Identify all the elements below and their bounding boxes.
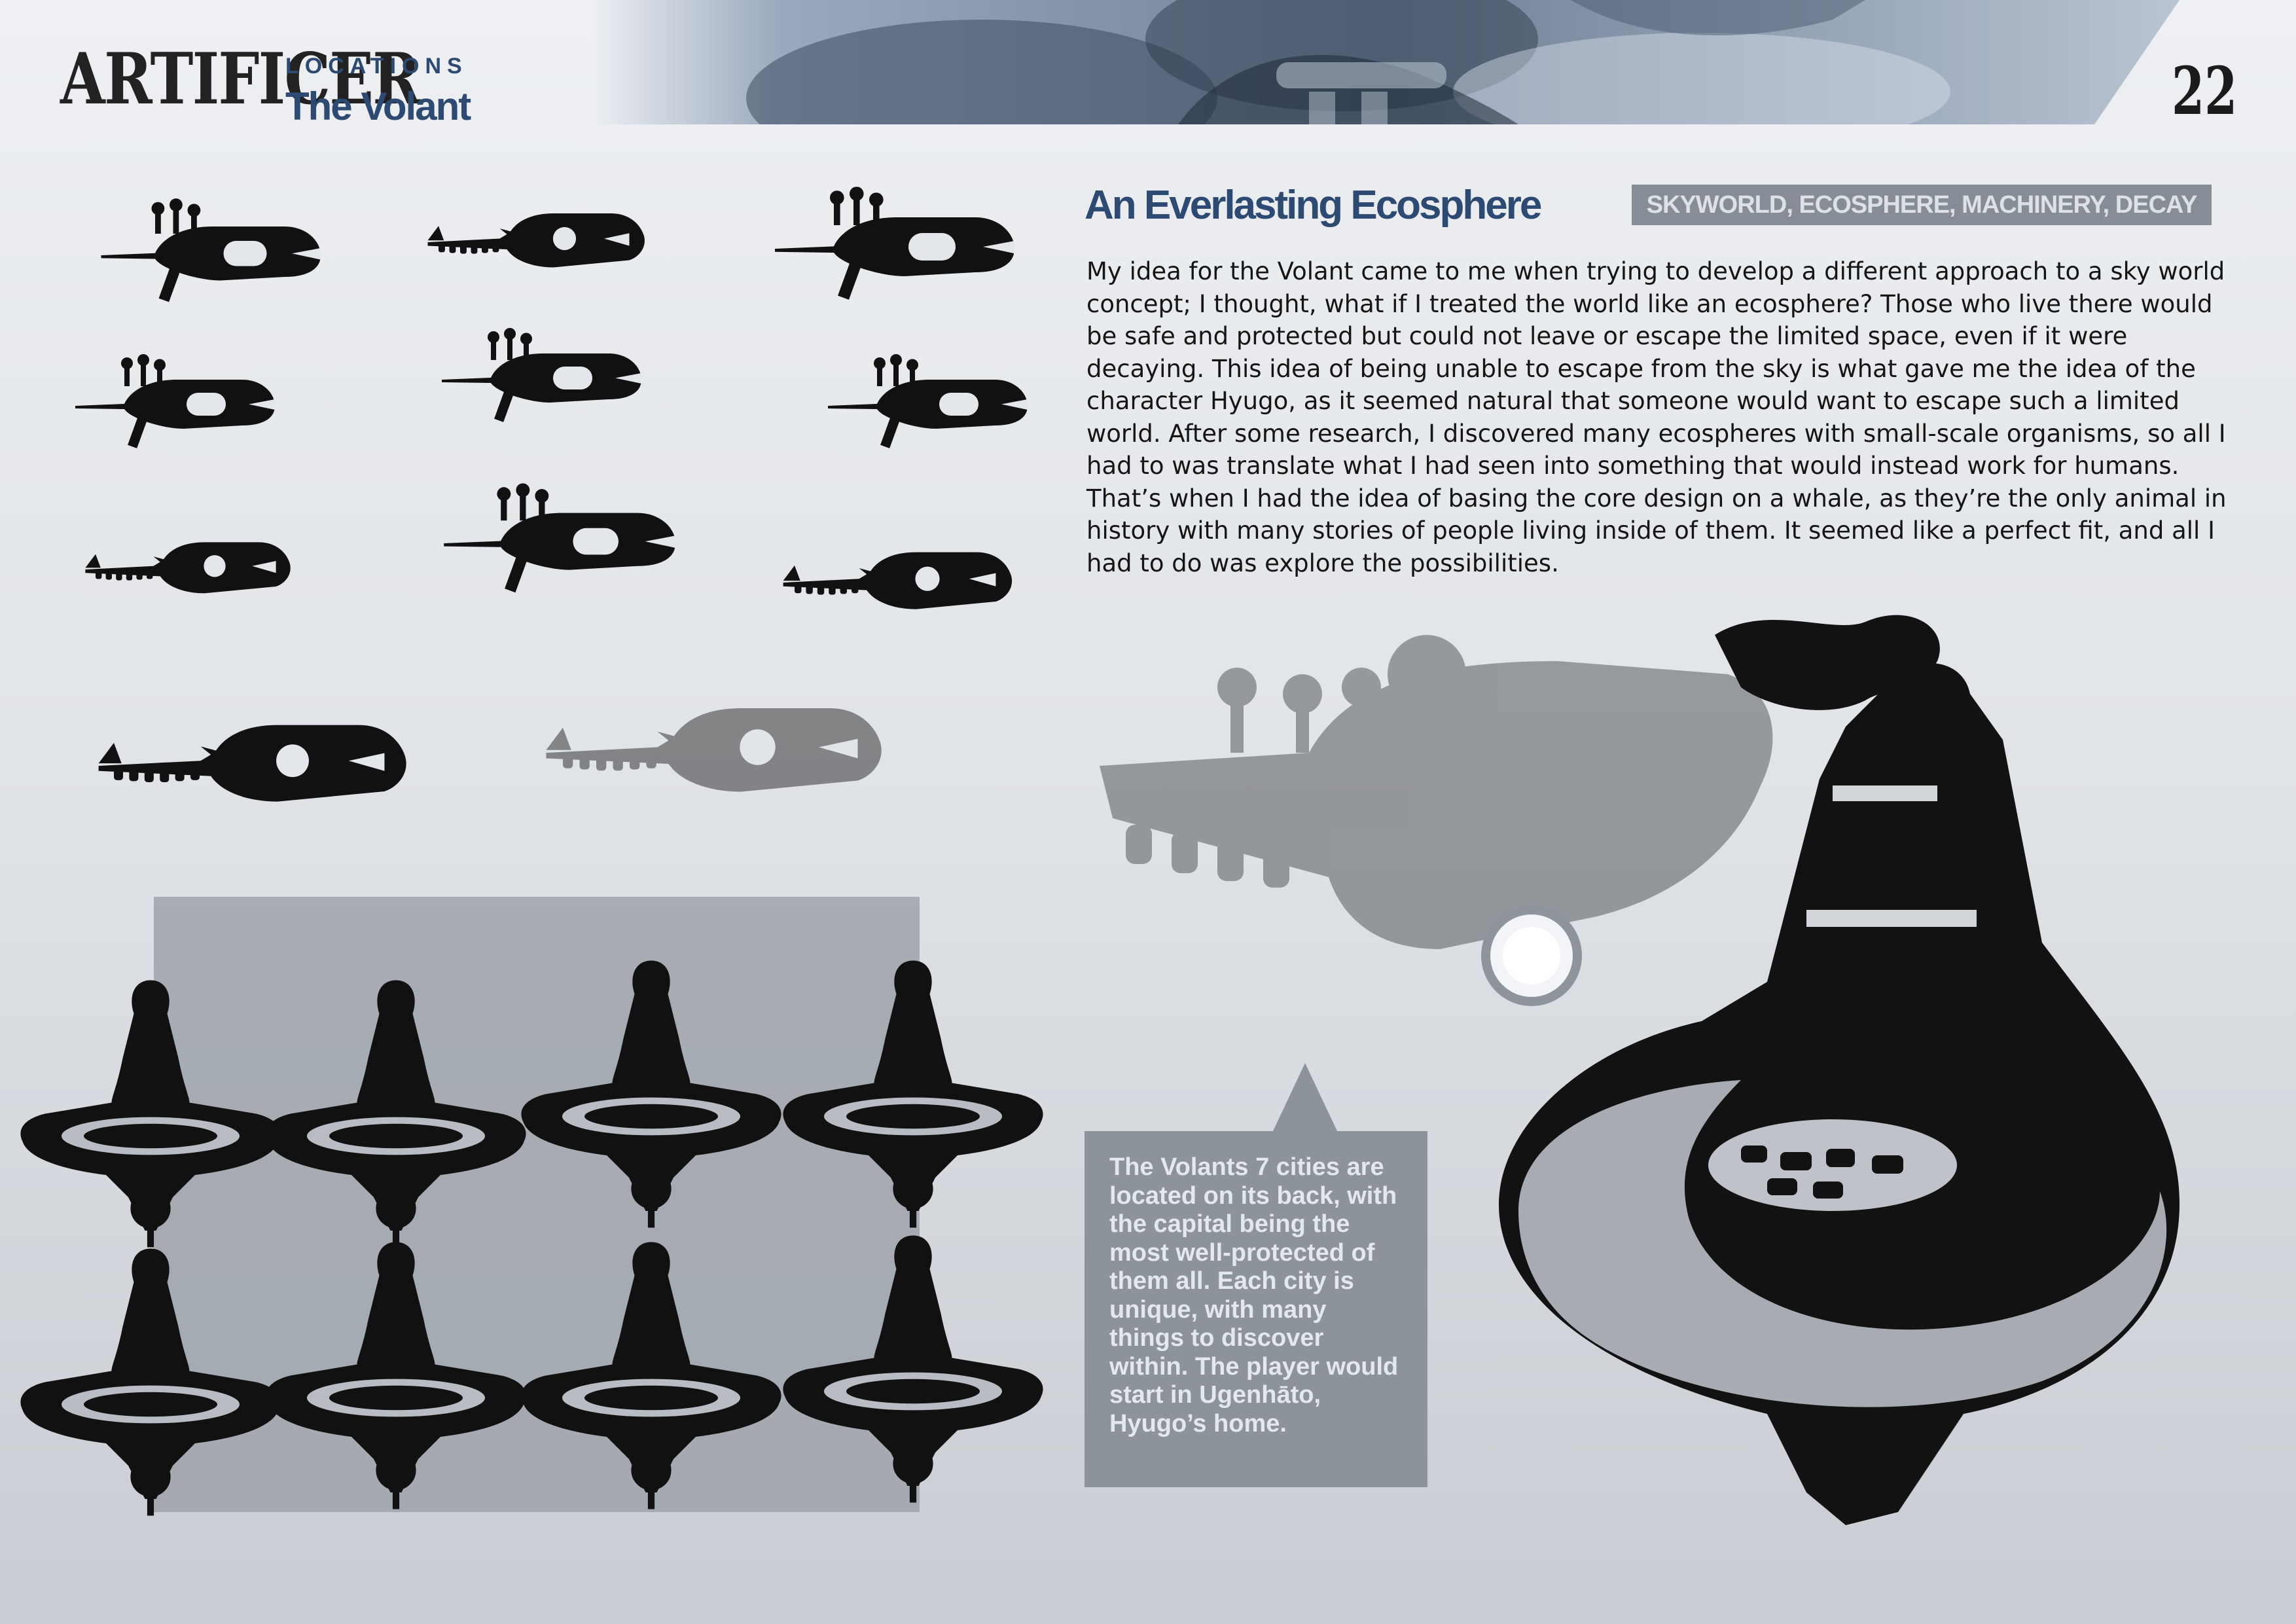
airship-silhouette-3 xyxy=(775,187,1014,300)
callout-text: The Volants 7 cities are located on its … xyxy=(1109,1153,1399,1437)
header-band xyxy=(0,0,2296,124)
volant-whale-sketch xyxy=(1100,635,1773,949)
airship-silhouette-9 xyxy=(783,552,1013,609)
airship-silhouette-10 xyxy=(98,725,406,802)
section-label: LOCATIONS xyxy=(285,54,468,79)
airship-silhouette-7 xyxy=(85,542,291,594)
section-title: The Volant xyxy=(285,84,471,128)
airship-sketch-grey xyxy=(546,708,882,792)
header-concept-art xyxy=(589,0,2179,124)
article-body: My idea for the Volant came to me when t… xyxy=(1086,257,2227,577)
artificer-logo: ARTIFICER xyxy=(60,38,421,120)
airship-silhouette-1 xyxy=(101,198,321,302)
page-number: 22 xyxy=(2172,52,2238,130)
airship-silhouette-6 xyxy=(828,354,1028,448)
cities-callout-box: The Volants 7 cities are located on its … xyxy=(1085,1131,1427,1487)
airship-silhouette-2 xyxy=(427,213,645,268)
airship-silhouette-8 xyxy=(444,483,675,593)
tags-badge: SKYWORLD, ECOSPHERE, MACHINERY, DECAY xyxy=(1632,185,2212,225)
airship-silhouette-4 xyxy=(75,354,275,448)
airship-silhouette-5 xyxy=(442,328,641,422)
callout-pointer xyxy=(1272,1063,1338,1132)
capital-city-illustration xyxy=(1499,615,2179,1525)
article-title: An Everlasting Ecosphere xyxy=(1085,183,1542,228)
